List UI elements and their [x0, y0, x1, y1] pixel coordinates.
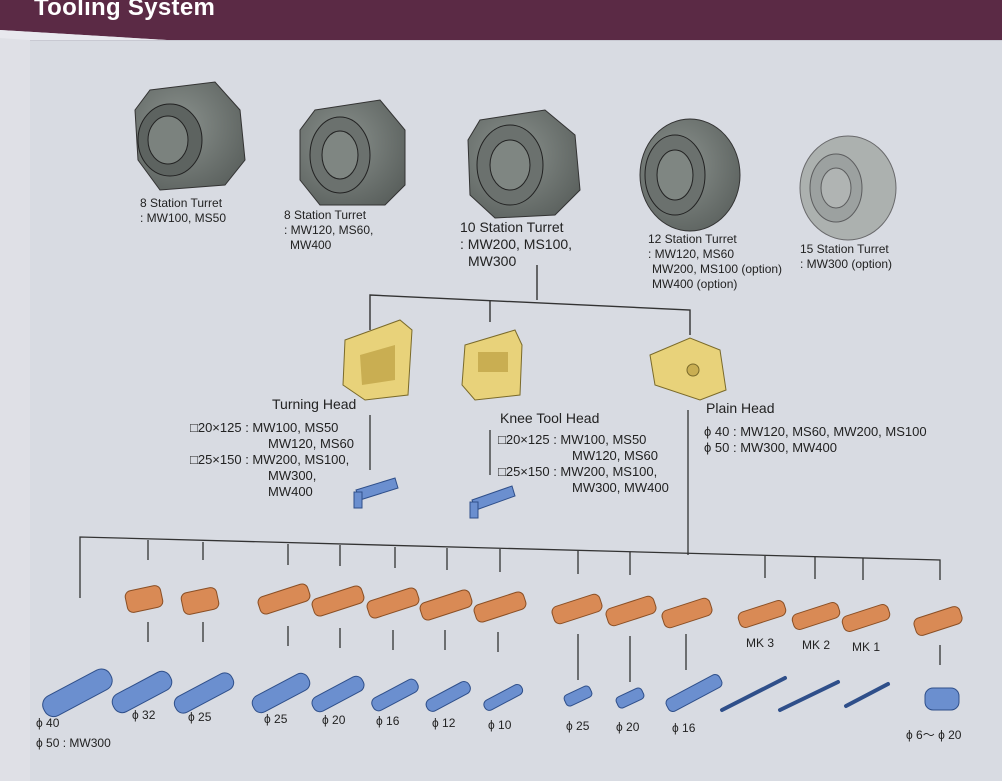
turret-2-line-2: : MW120, MS60, — [284, 223, 374, 237]
turning-head-specs: □20×125 : MW100, MS50 MW120, MS60 □25×15… — [190, 420, 354, 500]
dia-label-40: ϕ 40 — [36, 716, 60, 730]
turret-3-line-2: : MW200, MS100, — [460, 236, 573, 252]
turret-8-station-a — [134, 81, 246, 191]
knee-spec-4: MW300, MW400 — [572, 480, 669, 495]
turret-5-line-2: : MW300 (option) — [800, 257, 893, 271]
page-title: Tooling System — [34, 0, 216, 21]
turret-label-2: 8 Station Turret : MW120, MS60, MW400 — [284, 208, 373, 253]
knee-tool-head-specs: □20×125 : MW100, MS50 MW120, MS60 □25×15… — [498, 432, 669, 496]
turret-3-line-1: 10 Station Turret — [460, 219, 564, 235]
turret-4-line-2: : MW120, MS60 — [648, 247, 735, 261]
dia-label-12: ϕ 12 — [432, 716, 456, 730]
dia-label-25a: ϕ 25 — [188, 710, 212, 724]
turret-5-line-1: 15 Station Turret — [800, 242, 889, 256]
dia-label-32: ϕ 32 — [132, 708, 156, 722]
dia-label-10: ϕ 10 — [488, 718, 512, 732]
dia-label-50: ϕ 50 : MW300 — [36, 736, 111, 750]
plain-spec-2: ϕ 50 : MW300, MW400 — [704, 440, 837, 455]
turret-label-3: 10 Station Turret : MW200, MS100, MW300 — [460, 219, 572, 270]
dia-label-6-20: ϕ 6～ ϕ 20 — [906, 728, 962, 742]
mk1-label: MK 1 — [852, 640, 881, 654]
turning-spec-3: □25×150 : MW200, MS100, — [190, 452, 350, 467]
turning-head-title: Turning Head — [272, 396, 357, 412]
turret-2-line-3: MW400 — [290, 238, 332, 252]
head-drop-lines — [369, 410, 689, 555]
dia-label-20b: ϕ 20 — [616, 720, 640, 734]
turret-8-station-b — [299, 99, 406, 206]
turning-spec-1: □20×125 : MW100, MS50 — [190, 420, 339, 435]
turning-spec-5: MW400 — [268, 484, 313, 499]
turning-spec-2: MW120, MS60 — [268, 436, 354, 451]
knee-tool-head-title: Knee Tool Head — [500, 410, 600, 426]
turret-label-1: 8 Station Turret : MW100, MS50 — [140, 196, 226, 226]
turret-2-line-1: 8 Station Turret — [284, 208, 367, 222]
mk3-label: MK 3 — [746, 636, 775, 650]
turret-1-line-2: : MW100, MS50 — [140, 211, 227, 225]
tool-distribution-lines — [79, 536, 941, 598]
turret-label-4: 12 Station Turret : MW120, MS60 MW200, M… — [648, 232, 782, 292]
turret-4-line-3: MW200, MS100 (option) — [652, 262, 783, 276]
plain-head-title: Plain Head — [706, 400, 775, 416]
turret-4-line-1: 12 Station Turret — [648, 232, 737, 246]
turret-4-line-4: MW400 (option) — [652, 277, 738, 291]
tool-row — [42, 668, 960, 718]
dia-label-16b: ϕ 16 — [672, 721, 696, 735]
drill-bits — [720, 676, 890, 712]
knee-spec-1: □20×125 : MW100, MS50 — [498, 432, 647, 447]
turret-12-station — [639, 118, 741, 232]
plain-head-icon — [649, 337, 727, 401]
knee-tool-head-icon — [461, 329, 523, 401]
turret-3-line-3: MW300 — [468, 253, 517, 269]
turning-spec-4: MW300, — [268, 468, 317, 483]
turret-connector-lines — [369, 265, 691, 335]
mk2-label: MK 2 — [802, 638, 831, 652]
turret-10-station — [467, 109, 581, 219]
turret-label-5: 15 Station Turret : MW300 (option) — [800, 242, 892, 272]
knee-spec-2: MW120, MS60 — [572, 448, 658, 463]
plain-spec-1: ϕ 40 : MW120, MS60, MW200, MS100 — [704, 424, 927, 439]
turning-head-icon — [342, 319, 413, 401]
turret-1-line-1: 8 Station Turret — [140, 196, 223, 210]
turret-15-station — [799, 135, 897, 241]
dia-label-25c: ϕ 25 — [566, 719, 590, 733]
knee-shank-holder — [469, 485, 516, 519]
plain-head-specs: ϕ 40 : MW120, MS60, MW200, MS100 ϕ 50 : … — [704, 424, 927, 456]
tool-connector-ticks — [147, 622, 941, 682]
knee-spec-3: □25×150 : MW200, MS100, — [498, 464, 658, 479]
dia-label-16a: ϕ 16 — [376, 714, 400, 728]
sleeve-row — [124, 583, 963, 636]
turning-shank-holder — [353, 477, 399, 509]
dia-label-25b: ϕ 25 — [264, 712, 288, 726]
dia-label-20a: ϕ 20 — [322, 713, 346, 727]
